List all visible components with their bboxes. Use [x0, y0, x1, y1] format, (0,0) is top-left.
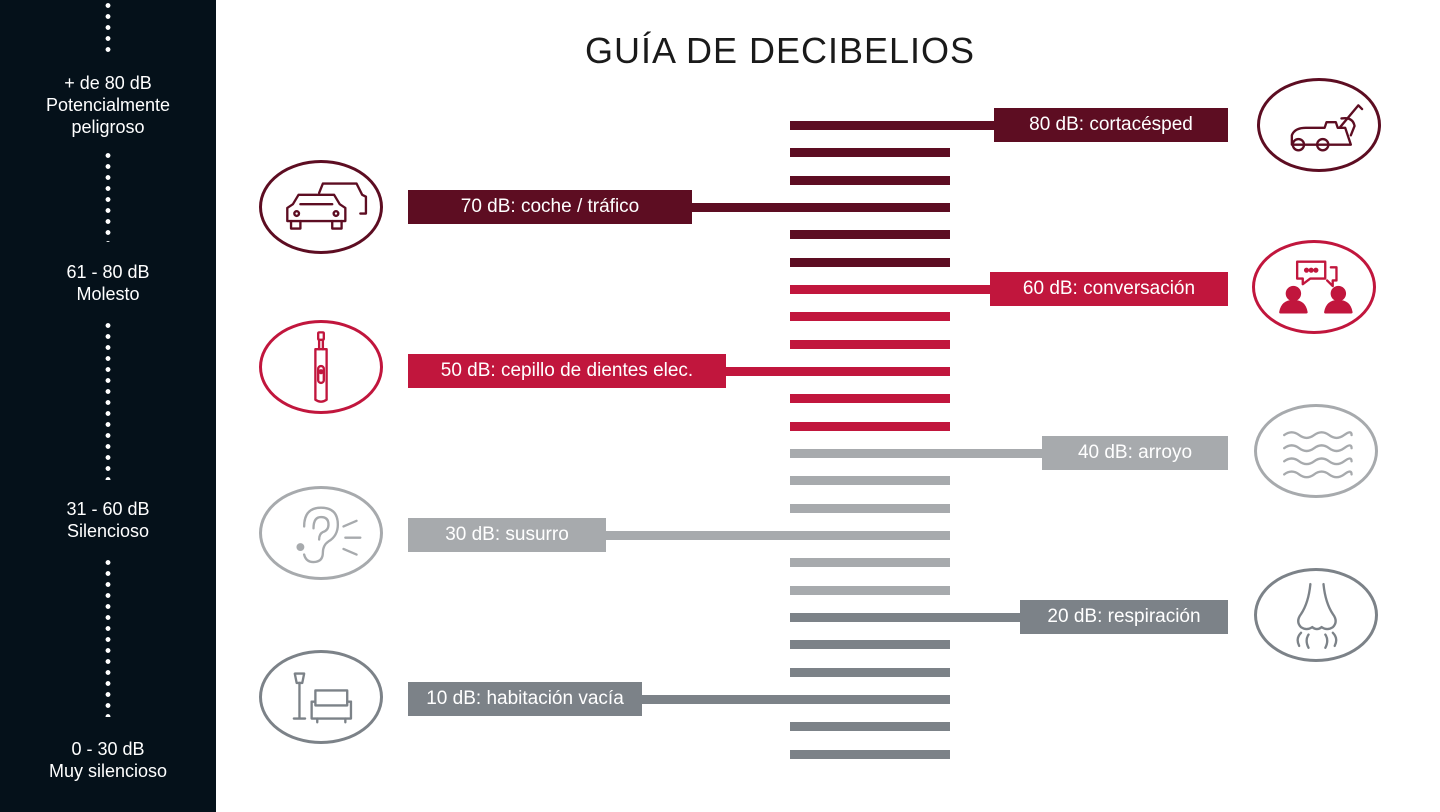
scale-tick: [790, 284, 950, 294]
connector-10db: [642, 695, 790, 704]
cars-circle: [259, 160, 383, 254]
ear-circle: [259, 486, 383, 580]
scale-tick: [790, 121, 950, 130]
range-label-annoying: 61 - 80 dB Molesto: [0, 261, 216, 305]
range-annoying-name: Molesto: [76, 284, 140, 304]
range-quiet-name: Silencioso: [66, 521, 150, 541]
connector-20db: [950, 613, 1020, 622]
sidebar: + de 80 dB Potencialmente peligroso 61 -…: [0, 0, 216, 812]
dotted-divider: [104, 557, 112, 717]
conversation-circle: [1252, 240, 1376, 334]
connector-60db: [950, 285, 990, 294]
scale-tick: [790, 612, 950, 622]
level-label-20db: 20 dB: respiración: [1020, 600, 1228, 634]
scale-tick: [790, 667, 950, 677]
scale-tick: [790, 394, 950, 404]
scale-tick: [790, 585, 950, 595]
scale-tick: [790, 503, 950, 513]
scale-tick: [790, 640, 950, 650]
scale-tick: [790, 175, 950, 185]
ear-whisper-icon: [296, 506, 362, 564]
range-label-dangerous: + de 80 dB Potencialmente peligroso: [0, 72, 216, 138]
level-label-50db: 50 dB: cepillo de dientes elec.: [408, 354, 726, 388]
scale-tick: [790, 312, 950, 322]
level-label-10db: 10 dB: habitación vacía: [408, 682, 642, 716]
connector-30db: [606, 531, 790, 540]
range-dangerous-db: + de 80 dB: [64, 73, 152, 93]
connector-40db: [950, 449, 1042, 458]
connector-70db: [692, 203, 790, 212]
scale-tick: [790, 530, 950, 540]
level-label-40db: 40 dB: arroyo: [1042, 436, 1228, 470]
scale-tick: [790, 339, 950, 349]
scale-tick: [790, 558, 950, 568]
level-label-60db: 60 dB: conversación: [990, 272, 1228, 306]
level-label-80db: 80 dB: cortacésped: [994, 108, 1228, 142]
connector-50db: [726, 367, 790, 376]
scale-tick: [790, 202, 950, 212]
scale-tick: [790, 257, 950, 267]
dotted-divider: [104, 320, 112, 480]
range-very-quiet-db: 0 - 30 dB: [71, 739, 145, 759]
range-label-quiet: 31 - 60 dB Silencioso: [0, 498, 216, 542]
toothbrush-circle: [259, 320, 383, 414]
range-quiet-db: 31 - 60 dB: [66, 499, 150, 519]
room-circle: [259, 650, 383, 744]
scale-tick: [790, 148, 950, 158]
scale-tick: [790, 476, 950, 486]
connector-80db: [950, 121, 994, 130]
scale-tick: [790, 421, 950, 431]
dotted-divider: [104, 0, 112, 52]
scale-tick: [790, 694, 950, 704]
range-label-very-quiet: 0 - 30 dB Muy silencioso: [0, 738, 216, 782]
dotted-divider: [104, 150, 112, 242]
range-annoying-db: 61 - 80 dB: [66, 262, 150, 282]
toothbrush-icon: [314, 331, 328, 403]
conversation-icon: [1279, 260, 1353, 314]
nose-circle: [1254, 568, 1378, 662]
scale-tick: [790, 366, 950, 376]
stream-circle: [1254, 404, 1378, 498]
stream-waves-icon: [1283, 431, 1353, 479]
scale-tick: [790, 749, 950, 759]
page-title: GUÍA DE DECIBELIOS: [584, 30, 976, 71]
empty-room-icon: [292, 672, 353, 724]
lawnmower-circle: [1257, 78, 1381, 172]
lawnmower-icon: [1290, 104, 1364, 152]
range-dangerous-line-2: Potencialmente: [45, 95, 171, 115]
scale-tick: [790, 230, 950, 240]
scale-tick: [790, 722, 950, 732]
scale-tick: [790, 448, 950, 458]
level-label-30db: 30 dB: susurro: [408, 518, 606, 552]
cars-icon: [286, 182, 368, 230]
level-label-70db: 70 dB: coche / tráfico: [408, 190, 692, 224]
range-dangerous-line-3: peligroso: [71, 117, 145, 137]
nose-breathing-icon: [1296, 582, 1338, 649]
range-very-quiet-name: Muy silencioso: [48, 761, 168, 781]
